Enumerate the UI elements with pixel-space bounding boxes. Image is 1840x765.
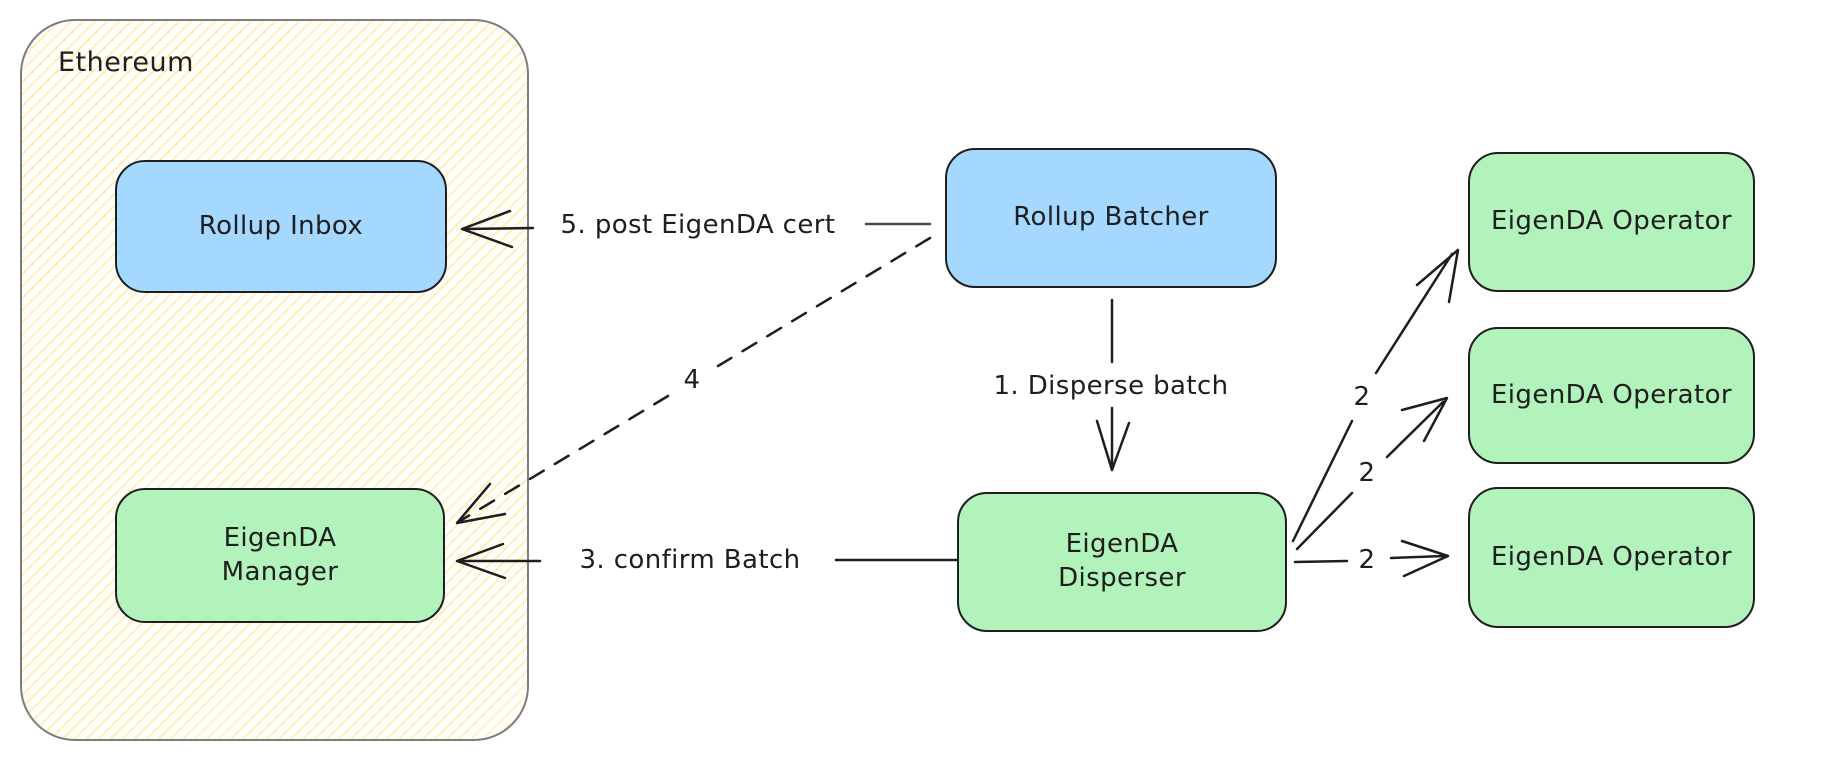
- node-eigenda-operator-2-label: EigenDA Operator: [1490, 379, 1733, 410]
- edge-post-cert-arrow: [460, 209, 932, 249]
- edge-label-post-cert: 5. post EigenDA cert: [560, 210, 836, 240]
- edge-chunk-bottom-arrow: [1293, 539, 1450, 578]
- node-rollup-inbox: Rollup Inbox: [115, 160, 447, 293]
- node-eigenda-operator-1-label: EigenDA Operator: [1490, 206, 1733, 237]
- edge-chunk-top-arrow: [1291, 248, 1460, 543]
- edge-disperse-batch-arrow: [1095, 298, 1131, 472]
- edge-label-disperse-batch: 1. Disperse batch: [993, 371, 1229, 401]
- edge-label-chunk-bottom: 2: [1358, 545, 1376, 575]
- edge-label-step4: 4: [683, 365, 701, 395]
- node-rollup-batcher-label: Rollup Batcher: [1013, 202, 1209, 233]
- node-eigenda-operator-1: EigenDA Operator: [1468, 152, 1755, 292]
- node-rollup-batcher: Rollup Batcher: [945, 148, 1277, 288]
- edge-label-chunk-top: 2: [1353, 382, 1371, 412]
- edge-step4-arrow: [455, 236, 932, 525]
- edge-confirm-batch-arrow: [455, 542, 959, 580]
- edge-label-chunk-middle: 2: [1358, 458, 1376, 488]
- ethereum-group-label: Ethereum: [58, 47, 194, 78]
- node-eigenda-manager-label: EigenDA Manager: [221, 522, 339, 587]
- node-eigenda-operator-3: EigenDA Operator: [1468, 487, 1755, 628]
- node-eigenda-operator-3-label: EigenDA Operator: [1490, 541, 1733, 572]
- node-eigenda-disperser: EigenDA Disperser: [957, 492, 1287, 632]
- node-eigenda-manager: EigenDA Manager: [115, 488, 445, 623]
- edge-chunk-middle-arrow: [1295, 396, 1449, 551]
- node-rollup-inbox-label: Rollup Inbox: [198, 210, 364, 241]
- node-eigenda-operator-2: EigenDA Operator: [1468, 327, 1755, 464]
- ethereum-group: Ethereum: [20, 19, 529, 741]
- node-eigenda-disperser-label: EigenDA Disperser: [1058, 529, 1186, 593]
- edge-label-confirm-batch: 3. confirm Batch: [579, 545, 801, 575]
